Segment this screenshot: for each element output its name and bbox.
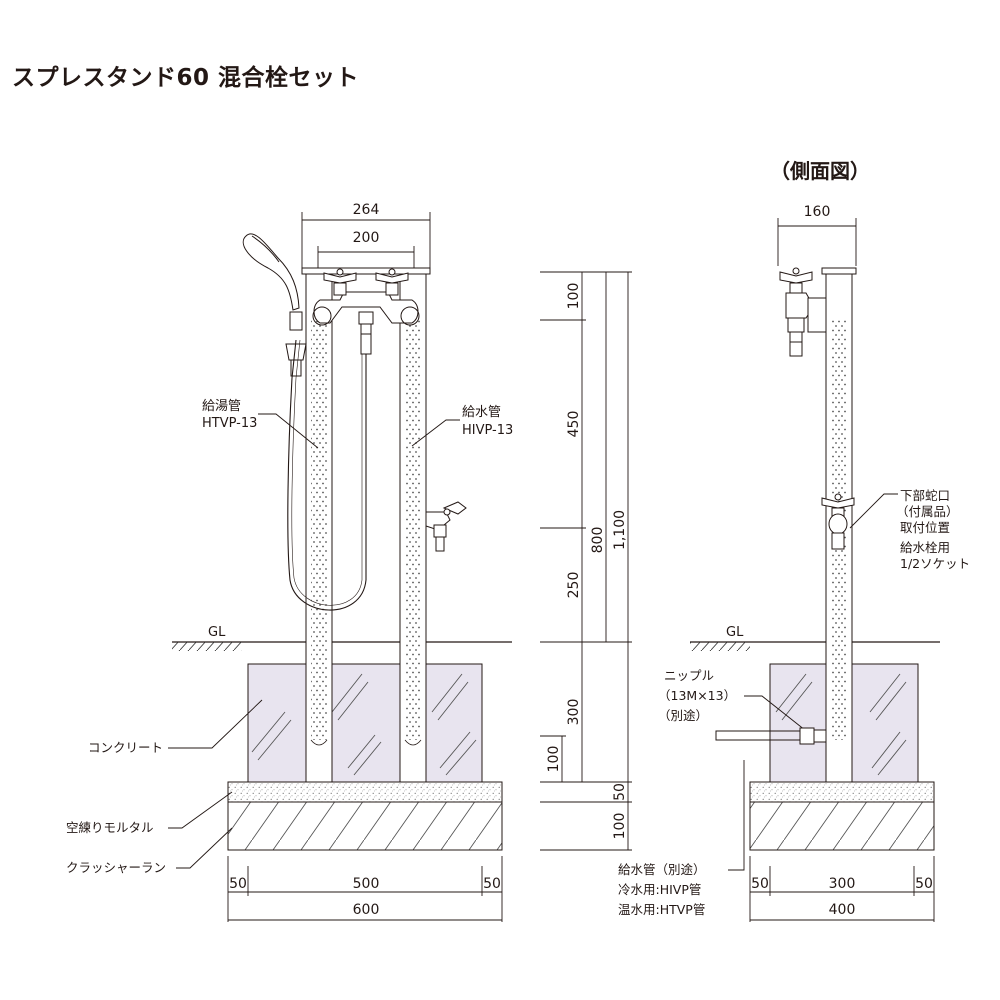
side-dim-50-left: 50 bbox=[751, 876, 769, 892]
front-dim-264: 264 bbox=[353, 202, 380, 218]
nipple-label-1: ニップル bbox=[664, 668, 714, 683]
side-dry-mortar-layer bbox=[749, 781, 935, 803]
concrete-hatch bbox=[251, 673, 477, 776]
side-faucet-icon bbox=[779, 267, 827, 357]
side-lower-faucet-icon bbox=[821, 493, 855, 550]
hot-pipe-label-2: HTVP-13 bbox=[202, 416, 257, 431]
side-ground-hatch bbox=[690, 642, 750, 651]
supply-label-3: 温水用:HTVP管 bbox=[618, 902, 705, 917]
front-dim-50-right: 50 bbox=[483, 876, 501, 892]
shower-head-icon bbox=[242, 233, 307, 377]
front-dim-50-left: 50 bbox=[229, 876, 247, 892]
cold-pipe-label-1: 給水管 bbox=[462, 405, 501, 420]
side-dim-160: 160 bbox=[804, 204, 831, 220]
dim-50: 50 bbox=[612, 783, 628, 801]
supply-label-2: 冷水用:HIVP管 bbox=[618, 882, 701, 897]
nipple-leader bbox=[744, 695, 811, 735]
dim-250: 250 bbox=[566, 572, 582, 599]
concrete-label: コンクリート bbox=[88, 740, 163, 755]
lower-faucet-label-3: 取付位置 bbox=[900, 520, 950, 535]
dim-1100: 1,100 bbox=[612, 510, 628, 550]
lower-faucet-leader bbox=[849, 493, 898, 529]
side-dim-300: 300 bbox=[829, 876, 856, 892]
side-dim-400: 400 bbox=[829, 902, 856, 918]
dim-100-base: 100 bbox=[612, 813, 628, 840]
top-cap bbox=[301, 267, 431, 275]
front-dim-200: 200 bbox=[353, 230, 380, 246]
lower-faucet-label-2: （付属品） bbox=[896, 504, 959, 519]
supply-leader bbox=[728, 760, 745, 871]
dim-100-bottom: 100 bbox=[546, 746, 562, 773]
dry-mortar-label: 空練りモルタル bbox=[66, 820, 154, 835]
lower-faucet-label-4: 給水栓用 bbox=[900, 540, 950, 555]
crusher-run-layer bbox=[227, 801, 503, 851]
side-crusher-run-layer bbox=[749, 801, 935, 851]
side-gl-label: GL bbox=[726, 625, 744, 640]
lower-faucet-label-1: 下部蛇口 bbox=[900, 488, 950, 503]
supply-pipe bbox=[715, 727, 827, 745]
side-dim-50-right: 50 bbox=[915, 876, 933, 892]
front-bottom-dimensions bbox=[227, 856, 503, 922]
cold-pipe-label-2: HIVP-13 bbox=[462, 423, 513, 438]
supply-label-1: 給水管（別途） bbox=[618, 862, 706, 877]
hot-pipe-label-1: 給湯管 bbox=[202, 399, 241, 414]
hot-pipe-inner bbox=[311, 320, 327, 740]
cold-pipe-leader bbox=[411, 419, 460, 447]
dim-800: 800 bbox=[590, 527, 606, 554]
front-top-dimensions bbox=[301, 212, 431, 268]
cold-pipe-inner bbox=[405, 320, 421, 740]
lower-tap-icon bbox=[425, 501, 467, 552]
nipple-label-2: （13M×13） bbox=[658, 688, 736, 703]
front-view: GL bbox=[66, 202, 513, 922]
lower-faucet-label-5: 1/2ソケット bbox=[900, 556, 970, 571]
hot-pipe-leader bbox=[258, 413, 319, 449]
dim-450: 450 bbox=[566, 411, 582, 438]
side-top-cap bbox=[821, 267, 857, 275]
dim-300: 300 bbox=[566, 699, 582, 726]
side-view: GL 下 bbox=[618, 204, 970, 922]
side-view-title: （側面図） bbox=[770, 159, 870, 183]
elevation-dimensions: 100 450 250 300 100 800 1,100 50 100 bbox=[540, 271, 632, 851]
dry-mortar-layer bbox=[227, 781, 503, 803]
page-title: スプレスタンド60 混合栓セット bbox=[12, 65, 360, 91]
front-dim-500: 500 bbox=[353, 876, 380, 892]
crusher-run-label: クラッシャーラン bbox=[66, 860, 166, 875]
front-gl-label: GL bbox=[208, 625, 226, 640]
front-ground-hatch bbox=[172, 642, 242, 651]
mixing-faucet bbox=[312, 268, 420, 355]
shower-hose bbox=[287, 339, 367, 611]
concrete-block bbox=[247, 663, 483, 783]
front-dim-600: 600 bbox=[353, 902, 380, 918]
nipple-label-3: （別途） bbox=[658, 708, 708, 723]
dim-100-top: 100 bbox=[566, 283, 582, 310]
